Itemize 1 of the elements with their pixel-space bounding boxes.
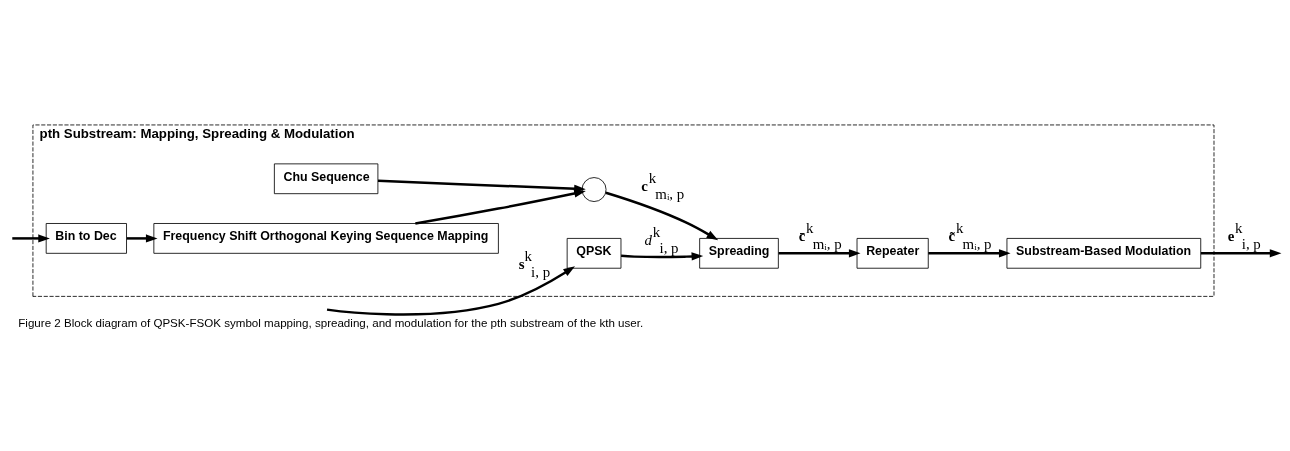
caption: Figure 2 Block diagram of QPSK-FSOK symbol mapping, spreading, and modulation for the pth substream of the kth user. xyxy=(18,316,644,329)
